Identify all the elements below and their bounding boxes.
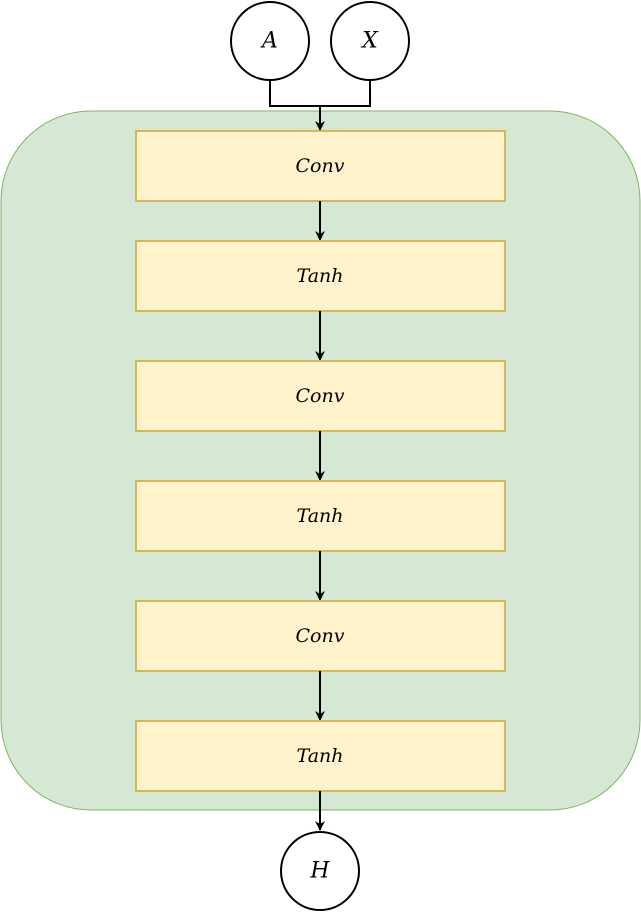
layer-conv-3: Conv — [135, 600, 506, 672]
layer-label: Conv — [296, 155, 345, 177]
input-node-a-label: A — [260, 29, 278, 54]
layer-conv-2: Conv — [135, 360, 506, 432]
layer-label: Conv — [296, 385, 345, 407]
layer-tanh-3: Tanh — [135, 720, 506, 792]
layer-tanh-1: Tanh — [135, 240, 506, 312]
input-node-x-label: X — [360, 29, 379, 54]
layer-label: Conv — [296, 625, 345, 647]
layer-label: Tanh — [297, 505, 344, 527]
layer-label: Tanh — [297, 265, 344, 287]
layer-conv-1: Conv — [135, 130, 506, 202]
output-node-h: H — [280, 831, 360, 911]
input-node-a: A — [230, 1, 310, 81]
input-node-x: X — [330, 1, 410, 81]
layer-label: Tanh — [297, 745, 344, 767]
output-node-h-label: H — [309, 859, 330, 884]
input-merge-connector — [269, 80, 371, 107]
layer-tanh-2: Tanh — [135, 480, 506, 552]
